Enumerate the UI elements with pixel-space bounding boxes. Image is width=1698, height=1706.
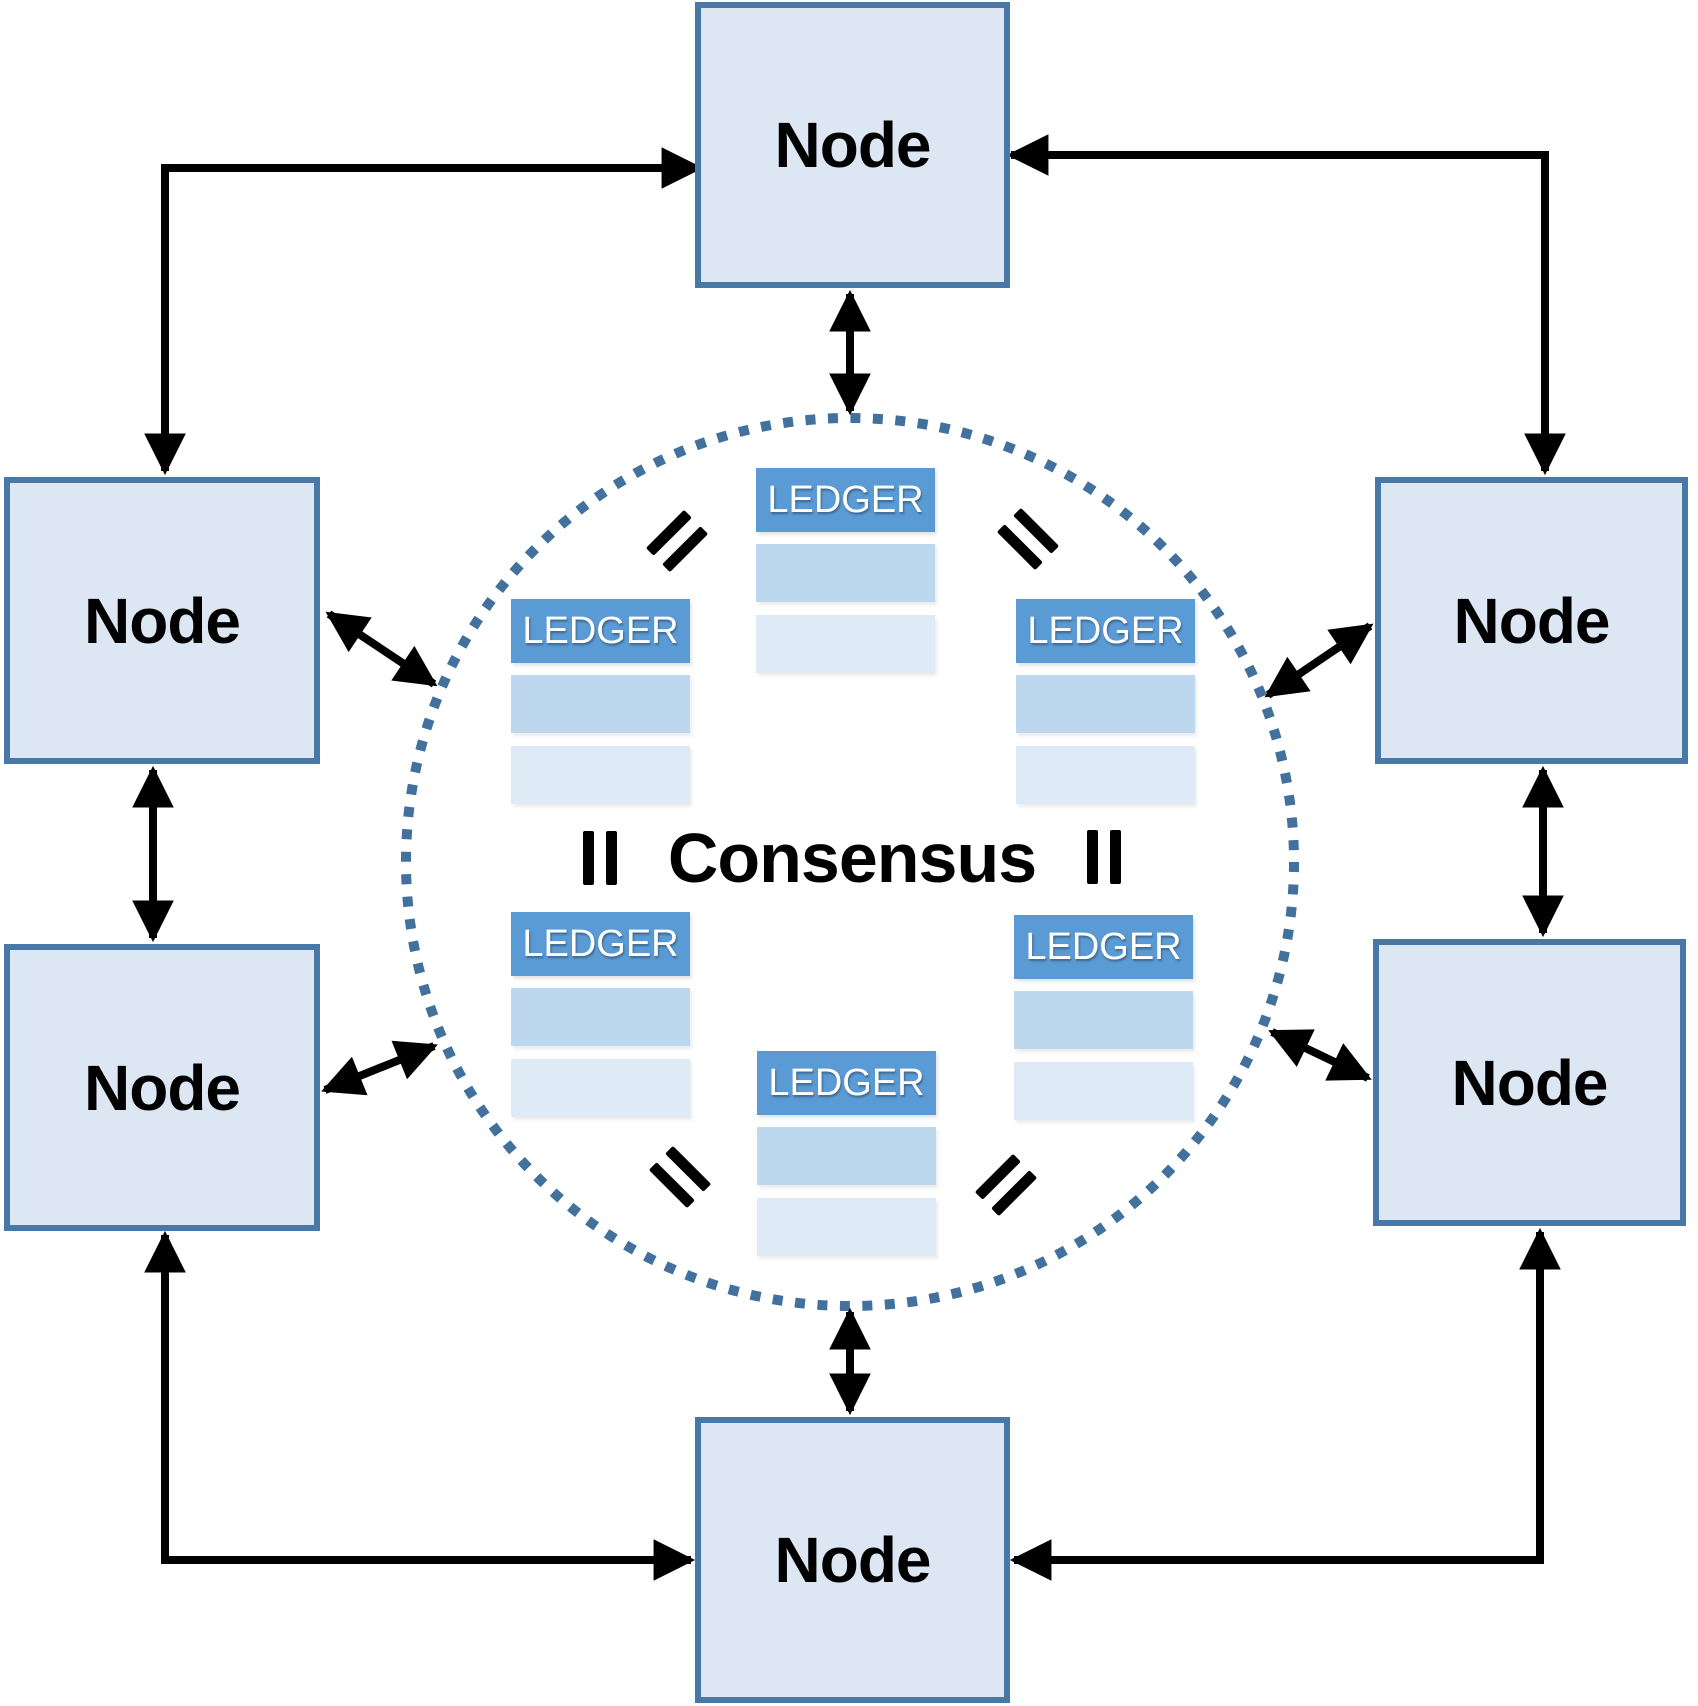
equals-icon (1087, 830, 1121, 884)
double-arrow-leftlower-to-circle (321, 1040, 438, 1096)
ledger-row (757, 1127, 936, 1185)
ledger-row (1014, 991, 1193, 1049)
double-arrow-rightupper-to-circle (1264, 622, 1374, 699)
double-arrow-leftlower-to-bottom (144, 1230, 696, 1581)
ledger-row (1014, 1062, 1193, 1120)
ledger-title: LEDGER (1027, 609, 1184, 652)
double-arrow-top-to-rightupper (1006, 134, 1566, 476)
ledger-header: LEDGER (511, 599, 690, 663)
equals-bar (1087, 830, 1098, 884)
double-arrow-leftupper-to-circle (325, 610, 438, 688)
ledger-top-center: LEDGER (756, 468, 935, 673)
ledger-row (1016, 675, 1195, 733)
ledger-header: LEDGER (1016, 599, 1195, 663)
equals-bar (606, 831, 617, 885)
ledger-title: LEDGER (522, 922, 679, 965)
double-arrow-top-to-leftupper (144, 147, 704, 476)
node-box-left-lower: Node (4, 944, 320, 1231)
consensus-label: Consensus (667, 819, 1037, 897)
node-label: Node (84, 1051, 241, 1124)
ledger-upper-right: LEDGER (1016, 599, 1195, 804)
equals-icon (583, 831, 617, 885)
ledger-title: LEDGER (767, 478, 924, 521)
node-box-right-upper: Node (1375, 477, 1688, 764)
node-box-top: Node (695, 2, 1010, 288)
ledger-row (757, 1198, 936, 1256)
node-box-bottom: Node (695, 1417, 1010, 1703)
ledger-lower-right: LEDGER (1014, 915, 1193, 1120)
node-label: Node (1451, 1046, 1609, 1119)
ledger-header: LEDGER (511, 912, 690, 976)
ledger-row (756, 544, 935, 602)
ledger-row (511, 675, 690, 733)
double-arrow-rightlower-to-bottom (1009, 1227, 1561, 1581)
node-label: Node (774, 1524, 932, 1596)
ledger-title: LEDGER (522, 609, 679, 652)
consensus-circle (401, 413, 1299, 1311)
ledger-bottom-center: LEDGER (757, 1051, 936, 1256)
ledger-title: LEDGER (1025, 925, 1182, 968)
ledger-upper-left: LEDGER (511, 599, 690, 804)
node-label: Node (774, 109, 932, 181)
equals-bar (583, 831, 594, 885)
ledger-row (511, 988, 690, 1046)
ledger-row (1016, 746, 1195, 804)
ledger-lower-left: LEDGER (511, 912, 690, 1117)
ledger-row (511, 1059, 690, 1117)
ledger-header: LEDGER (1014, 915, 1193, 979)
ledger-header: LEDGER (756, 468, 935, 532)
double-arrow-rightlower-to-circle (1268, 1028, 1372, 1082)
ledger-title: LEDGER (768, 1061, 925, 1104)
ledger-row (511, 746, 690, 804)
node-box-left-upper: Node (4, 477, 320, 764)
node-label: Node (84, 584, 241, 657)
equals-bar (1110, 830, 1121, 884)
ledger-header: LEDGER (757, 1051, 936, 1115)
node-label: Node (1453, 584, 1611, 657)
node-box-right-lower: Node (1373, 939, 1686, 1226)
ledger-row (756, 615, 935, 673)
